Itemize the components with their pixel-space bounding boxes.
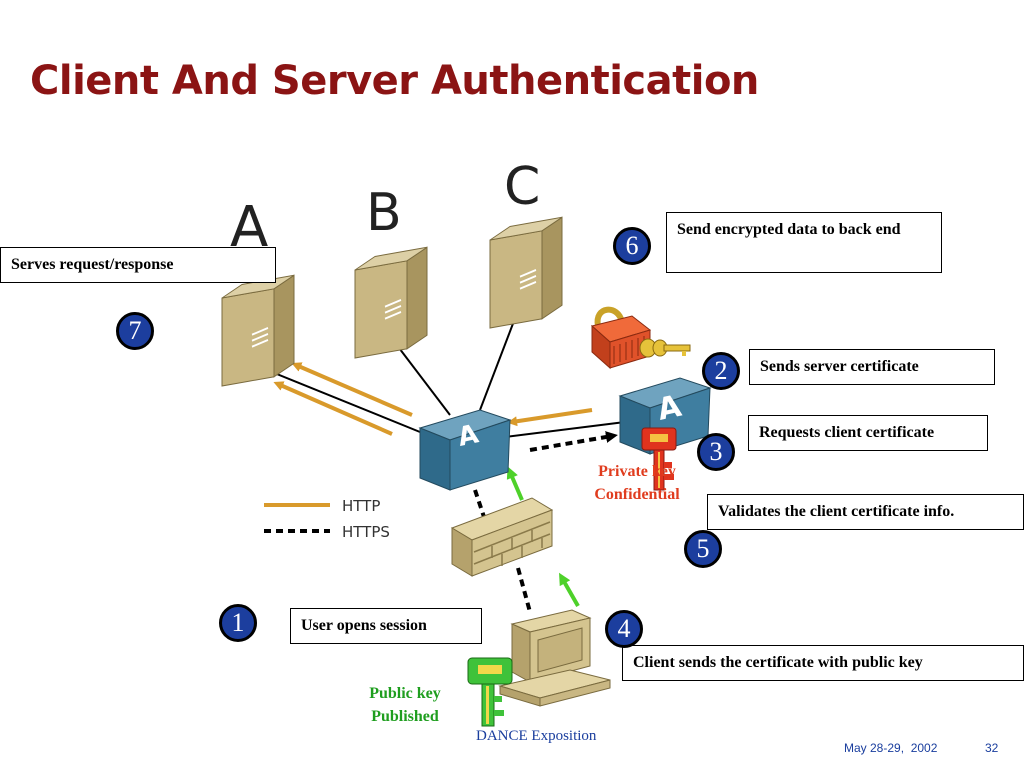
- padlock-icon: [590, 306, 691, 370]
- step-6-box: Send encrypted data to back end: [666, 212, 942, 273]
- server-b-label: B: [366, 183, 402, 243]
- step-4-number: 4: [605, 610, 643, 648]
- public-key-label: Public key Published: [350, 682, 460, 728]
- slide-number: 32: [985, 741, 999, 755]
- private-key-icon: [641, 427, 677, 491]
- step-1-box: User opens session: [290, 608, 482, 644]
- step-2-text: Sends server certificate: [760, 358, 919, 375]
- legend: HTTP HTTPS: [264, 497, 390, 541]
- firewall-icon: [450, 497, 554, 577]
- step-4-box: Client sends the certificate with public…: [622, 645, 1024, 681]
- server-icon: [354, 246, 428, 359]
- step-5-text: Validates the client certificate info.: [718, 503, 955, 520]
- private-key-label-line2: Confidential: [594, 486, 680, 503]
- public-key-label-line2: Published: [371, 708, 439, 725]
- step-5-box: Validates the client certificate info.: [707, 494, 1024, 530]
- server-icon: [489, 216, 563, 329]
- server-icon: [221, 274, 295, 387]
- step-7-text: Serves request/response: [11, 256, 174, 273]
- step-4-text: Client sends the certificate with public…: [633, 654, 923, 671]
- client-computer-icon: [498, 609, 611, 707]
- step-1-text: User opens session: [301, 617, 427, 634]
- step-7-number: 7: [116, 312, 154, 350]
- step-1-number: 1: [219, 604, 257, 642]
- http-arrows: [273, 362, 593, 436]
- step-2-box: Sends server certificate: [749, 349, 995, 385]
- private-key-label-line1: Private key: [598, 463, 676, 480]
- footer-event: DANCE Exposition: [476, 728, 597, 744]
- step-7-box: Serves request/response: [0, 247, 276, 283]
- public-key-label-line1: Public key: [369, 685, 441, 702]
- step-6-number: 6: [613, 227, 651, 265]
- server-c-label: C: [504, 157, 540, 217]
- public-key-icon: [467, 657, 513, 727]
- connection-lines: [261, 299, 626, 438]
- page-title: Client And Server Authentication: [30, 58, 759, 104]
- legend-http-label: HTTP: [342, 497, 380, 515]
- step-2-number: 2: [702, 352, 740, 390]
- step-3-text: Requests client certificate: [759, 424, 935, 441]
- step-3-number: 3: [697, 433, 735, 471]
- green-arrow-icon: [506, 466, 580, 607]
- step-5-number: 5: [684, 530, 722, 568]
- load-balancer-icon: A: [418, 409, 512, 491]
- legend-https-label: HTTPS: [342, 523, 390, 541]
- step-3-box: Requests client certificate: [748, 415, 988, 451]
- private-key-label: Private key Confidential: [578, 460, 696, 506]
- step-6-text: Send encrypted data to back end: [677, 221, 901, 238]
- footer-date: May 28-29, 2002: [844, 741, 938, 755]
